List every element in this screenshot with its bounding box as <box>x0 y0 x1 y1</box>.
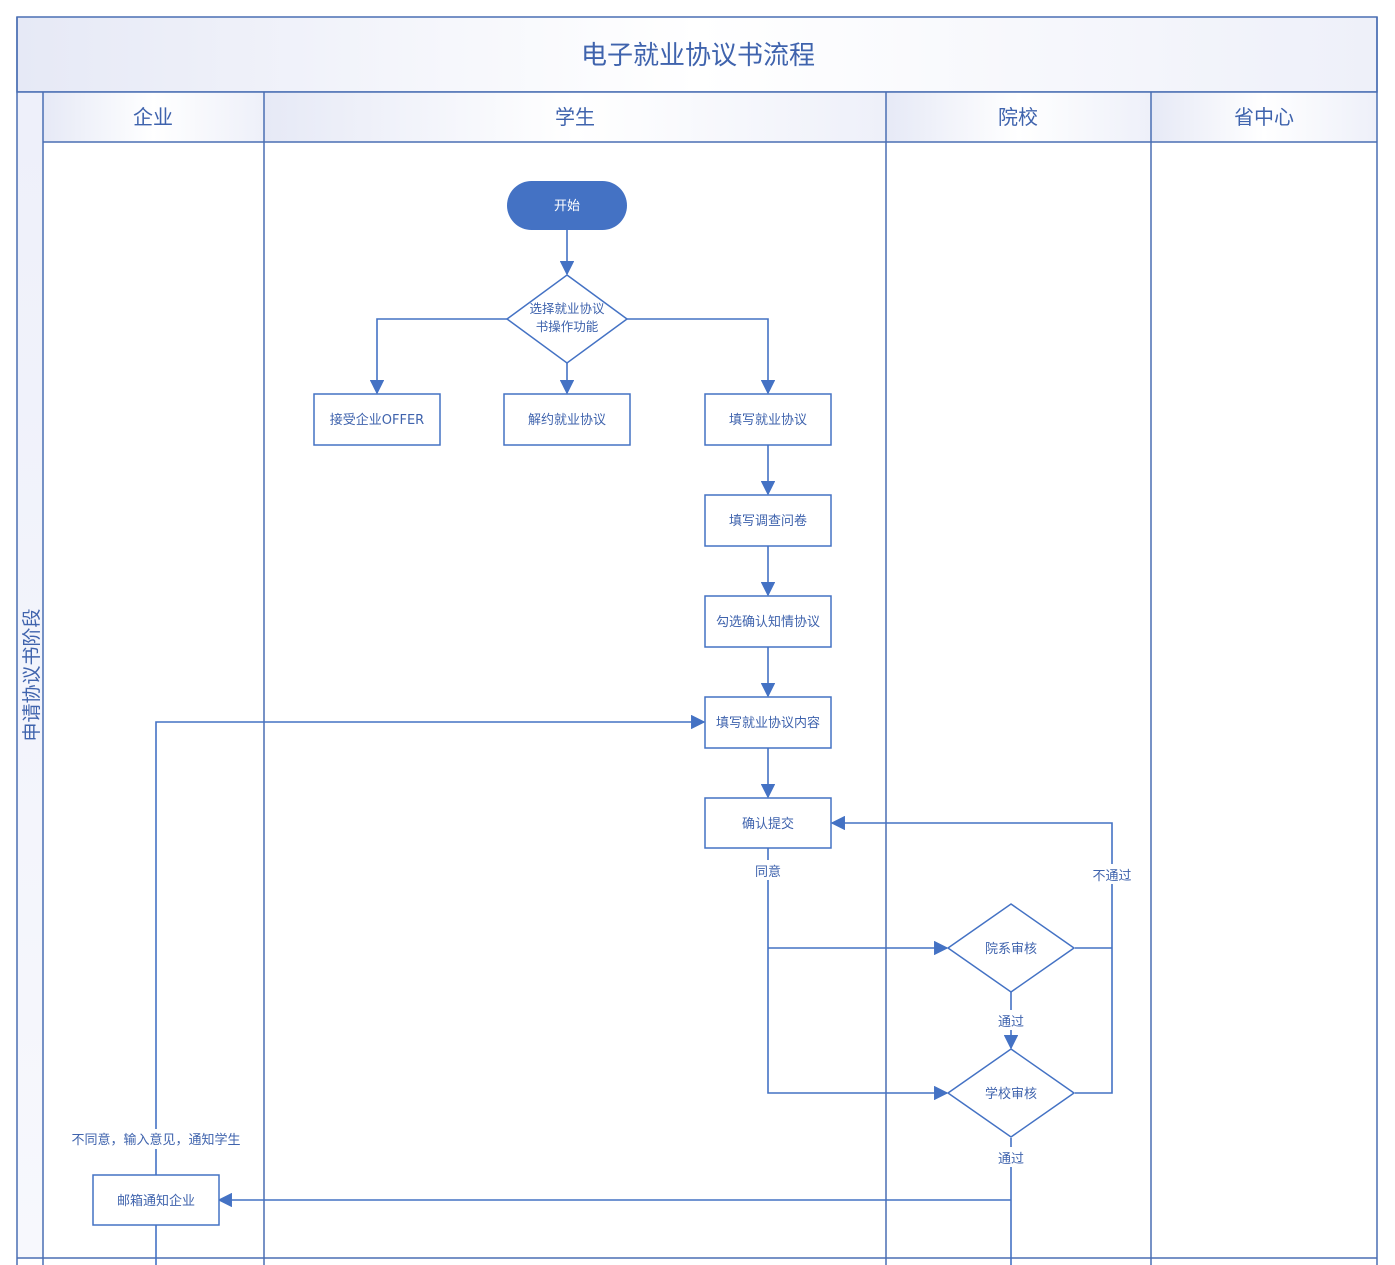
accept-offer-box <box>313 393 441 446</box>
accept-offer-label: 接受企业OFFER <box>330 412 424 428</box>
edge-label-pass-dept: 通过 <box>998 1015 1024 1030</box>
dept-review-decision <box>946 903 1076 993</box>
fill-content-box <box>704 696 832 749</box>
edge-label-agree: 同意 <box>755 864 781 880</box>
fill-content-label: 填写就业协议内容 <box>716 715 820 731</box>
fill-survey-label: 填写调查问卷 <box>729 513 807 529</box>
stage-label: 申请协议书阶段 <box>21 608 43 741</box>
choose-label-line1: 选择就业协议 <box>529 301 605 316</box>
check-agreement-box <box>704 595 832 648</box>
school-review-label: 学校审核 <box>985 1086 1037 1102</box>
fill-survey-box <box>704 494 832 547</box>
edge-label-disagree: 不同意，输入意见，通知学生 <box>71 1132 240 1148</box>
page-title: 电子就业协议书流程 <box>581 41 815 71</box>
confirm-submit-label: 确认提交 <box>742 816 794 832</box>
choose-label-line2: 书操作功能 <box>536 319 599 334</box>
start-label: 开始 <box>554 199 580 214</box>
check-agreement-label: 勾选确认知情协议 <box>716 614 820 630</box>
fill-agreement-label: 填写就业协议 <box>729 413 807 428</box>
cancel-agreement-label: 解约就业协议 <box>528 413 606 428</box>
lane-title-province: 省中心 <box>1234 105 1294 129</box>
lane-title-school: 院校 <box>998 105 1038 129</box>
cancel-agreement-box <box>503 393 631 446</box>
start-node <box>507 181 627 230</box>
lane-header-student <box>264 92 886 142</box>
stage-column <box>17 92 43 1258</box>
lane-title-student: 学生 <box>555 105 595 129</box>
lane-title-enterprise: 企业 <box>133 105 173 129</box>
edge-label-pass-school: 通过 <box>998 1152 1024 1167</box>
edge-label-reject: 不通过 <box>1092 869 1131 884</box>
lane-header-school <box>886 92 1151 142</box>
lane-header-province <box>1151 92 1377 142</box>
school-review-decision <box>946 1048 1076 1138</box>
confirm-submit-box <box>704 797 832 849</box>
email-notify-box <box>92 1174 220 1226</box>
title-bar <box>16 16 1378 93</box>
fill-agreement-box <box>704 393 832 446</box>
lane-header-enterprise <box>43 92 264 142</box>
choose-operation-decision <box>505 274 629 364</box>
dept-review-label: 院系审核 <box>985 942 1037 957</box>
email-notify-label: 邮箱通知企业 <box>117 1193 195 1209</box>
